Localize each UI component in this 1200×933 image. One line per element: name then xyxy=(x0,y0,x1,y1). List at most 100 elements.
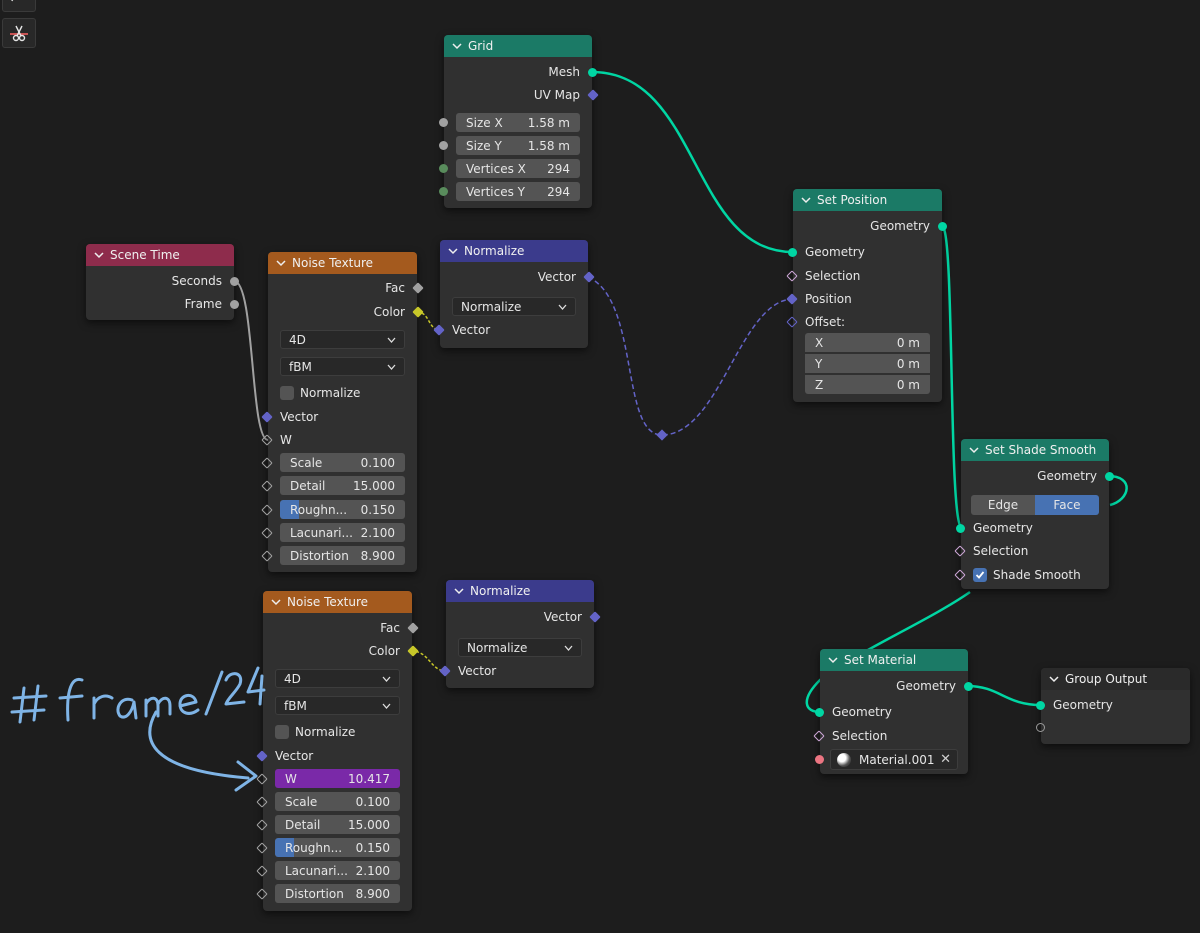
socket-seconds[interactable] xyxy=(230,276,239,286)
socket-geometry-in[interactable] xyxy=(956,523,965,533)
curve-tool-button[interactable] xyxy=(2,0,36,12)
chevron-down-icon[interactable] xyxy=(452,41,462,51)
set-shade-smooth-header[interactable]: Set Shade Smooth xyxy=(961,439,1109,461)
socket-selection[interactable] xyxy=(786,270,798,282)
socket-uv-map[interactable] xyxy=(587,89,599,101)
socket-w[interactable] xyxy=(261,434,273,446)
socket-offset[interactable] xyxy=(786,316,798,328)
socket-fac[interactable] xyxy=(407,622,419,634)
chevron-down-icon[interactable] xyxy=(1049,674,1059,684)
socket-geometry-out[interactable] xyxy=(1105,471,1114,481)
socket-distortion[interactable] xyxy=(256,888,268,900)
socket-vector-out[interactable] xyxy=(583,271,595,283)
set-position-node[interactable]: Set Position Geometry Geometry Selection… xyxy=(786,189,947,402)
socket-w[interactable] xyxy=(256,773,268,785)
normalize-node-2[interactable]: Normalize Vector Normalize Vector xyxy=(439,580,601,688)
socket-vector-in[interactable] xyxy=(433,324,445,336)
socket-roughness[interactable] xyxy=(256,842,268,854)
socket-detail[interactable] xyxy=(256,819,268,831)
scene-time-node-header[interactable]: Scene Time xyxy=(86,244,234,266)
chevron-down-icon[interactable] xyxy=(969,445,979,455)
reroute-dot[interactable] xyxy=(656,429,668,441)
normalize-header[interactable]: Normalize xyxy=(440,240,588,262)
set-material-header[interactable]: Set Material xyxy=(820,649,968,671)
group-output-header[interactable]: Group Output xyxy=(1041,668,1190,690)
socket-size-y[interactable] xyxy=(439,141,448,150)
socket-empty[interactable] xyxy=(1036,723,1045,732)
shade-smooth-checkbox[interactable] xyxy=(973,568,987,582)
domain-face-button[interactable]: Face xyxy=(1035,495,1099,515)
socket-geometry-out[interactable] xyxy=(964,681,973,691)
normalize-checkbox-row[interactable]: Normalize xyxy=(268,383,417,403)
noise-type-dropdown[interactable]: fBM xyxy=(280,357,405,376)
socket-geometry-in[interactable] xyxy=(815,707,824,717)
input-shade-smooth[interactable]: Shade Smooth xyxy=(954,565,1109,585)
normalize-checkbox[interactable] xyxy=(280,386,294,400)
chevron-down-icon[interactable] xyxy=(94,250,104,260)
set-position-header[interactable]: Set Position xyxy=(793,189,942,211)
normalize-node-1[interactable]: Normalize Vector Normalize Vector xyxy=(433,240,595,348)
noise-texture-header[interactable]: Noise Texture xyxy=(268,252,417,274)
roughness-field[interactable]: Roughn...0.150 xyxy=(280,500,405,519)
socket-vertices-y[interactable] xyxy=(439,187,448,196)
set-material-node[interactable]: Set Material Geometry Geometry Selection… xyxy=(813,649,973,774)
chevron-down-icon[interactable] xyxy=(448,246,458,256)
socket-shade-smooth[interactable] xyxy=(954,569,966,581)
dimension-dropdown[interactable]: 4D xyxy=(280,330,405,349)
socket-position[interactable] xyxy=(786,293,798,305)
socket-selection[interactable] xyxy=(813,730,825,742)
close-icon[interactable]: ✕ xyxy=(940,752,951,767)
socket-material[interactable] xyxy=(815,755,824,764)
socket-color[interactable] xyxy=(407,645,419,657)
scene-time-node[interactable]: Scene Time Seconds Frame xyxy=(86,244,239,320)
operation-dropdown[interactable]: Normalize xyxy=(458,638,582,657)
chevron-down-icon[interactable] xyxy=(828,655,838,665)
socket-color[interactable] xyxy=(412,306,424,318)
socket-fac[interactable] xyxy=(412,282,424,294)
chevron-down-icon[interactable] xyxy=(454,586,464,596)
noise-texture-node-1[interactable]: Noise Texture Fac Color 4D fBM Normalize… xyxy=(261,252,424,572)
socket-lacunarity[interactable] xyxy=(256,865,268,877)
dimension-dropdown[interactable]: 4D xyxy=(275,669,400,688)
socket-geometry-out[interactable] xyxy=(938,221,947,231)
normalize-checkbox-row[interactable]: Normalize xyxy=(263,722,412,742)
material-selector[interactable]: Material.001 ✕ xyxy=(830,749,958,770)
socket-vector[interactable] xyxy=(256,750,268,762)
socket-distortion[interactable] xyxy=(261,550,273,562)
socket-scale[interactable] xyxy=(256,796,268,808)
socket-vector-out[interactable] xyxy=(589,611,601,623)
lacunarity-field[interactable]: Lacunari...2.100 xyxy=(280,523,405,542)
socket-roughness[interactable] xyxy=(261,504,273,516)
noise-texture-header[interactable]: Noise Texture xyxy=(263,591,412,613)
socket-frame[interactable] xyxy=(230,299,239,309)
lacunarity-field[interactable]: Lacunari...2.100 xyxy=(275,861,400,880)
normalize-header[interactable]: Normalize xyxy=(446,580,594,602)
chevron-down-icon[interactable] xyxy=(276,258,286,268)
socket-size-x[interactable] xyxy=(439,118,448,127)
operation-dropdown[interactable]: Normalize xyxy=(452,297,576,316)
socket-selection[interactable] xyxy=(954,545,966,557)
chevron-down-icon[interactable] xyxy=(801,195,811,205)
domain-toggle[interactable]: Edge Face xyxy=(971,495,1099,515)
group-output-node[interactable]: Group Output Geometry xyxy=(1036,668,1190,744)
socket-geometry-in[interactable] xyxy=(788,247,797,257)
domain-edge-button[interactable]: Edge xyxy=(971,495,1035,515)
noise-type-dropdown[interactable]: fBM xyxy=(275,696,400,715)
socket-mesh[interactable] xyxy=(588,67,597,77)
normalize-checkbox[interactable] xyxy=(275,725,289,739)
chevron-down-icon[interactable] xyxy=(271,597,281,607)
